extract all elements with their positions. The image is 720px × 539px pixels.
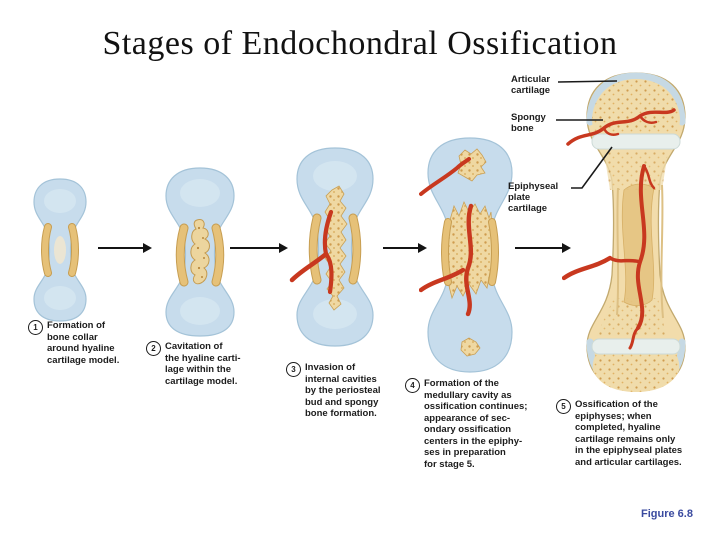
stage-caption-text-5: Ossification of the epiphyses; when comp…: [575, 399, 683, 468]
bone-stage-2-illustration: [157, 166, 243, 338]
bone-stage-4-illustration: [419, 136, 521, 374]
stage-caption-text-2: Cavitation of the hyaline carti- lage wi…: [165, 341, 241, 387]
stage-number-badge-3: 3: [286, 362, 301, 377]
stage-caption-text-1: Formation of bone collar around hyaline …: [47, 320, 120, 366]
bone-stage-1-drawing: [33, 178, 87, 322]
stage-arrow-2-icon: [230, 243, 288, 253]
stage-caption-4: 4 Formation of the medullary cavity as o…: [405, 378, 557, 470]
bone-stage-2-drawing: [165, 167, 235, 337]
stage-arrow-1-icon: [98, 243, 152, 253]
stage-caption-1: 1 Formation of bone collar around hyalin…: [28, 320, 140, 366]
bone-stage-4-drawing: [419, 137, 513, 373]
stage-caption-5: 5 Ossification of the epiphyses; when co…: [556, 399, 714, 468]
figure-reference: Figure 6.8: [641, 508, 693, 520]
stage-caption-text-3: Invasion of internal cavities by the per…: [305, 362, 381, 419]
stage-number-badge-4: 4: [405, 378, 420, 393]
bone-stage-5-drawing: [562, 72, 686, 392]
bone-stage-3-drawing: [289, 147, 374, 347]
anatomy-label-epiphyseal-plate-cartilage: Epiphyseal plate cartilage: [508, 181, 559, 214]
stage-arrow-4-icon: [515, 243, 571, 253]
anatomy-label-articular-cartilage: Articular cartilage: [511, 74, 551, 96]
stage-caption-2: 2 Cavitation of the hyaline carti- lage …: [146, 341, 274, 387]
stage-number-badge-1: 1: [28, 320, 43, 335]
page-title: Stages of Endochondral Ossification: [102, 25, 618, 62]
stage-number-badge-2: 2: [146, 341, 161, 356]
stage-caption-3: 3 Invasion of internal cavities by the p…: [286, 362, 408, 420]
bone-stage-1-illustration: [29, 177, 91, 323]
stage-number-badge-5: 5: [556, 399, 571, 414]
bone-stage-5-illustration: [562, 70, 702, 395]
stage-caption-text-4: Formation of the medullary cavity as oss…: [424, 378, 528, 470]
stage-arrow-3-icon: [383, 243, 427, 253]
anatomy-label-spongy-bone: Spongy bone: [511, 112, 546, 134]
bone-stage-3-illustration: [288, 146, 382, 348]
